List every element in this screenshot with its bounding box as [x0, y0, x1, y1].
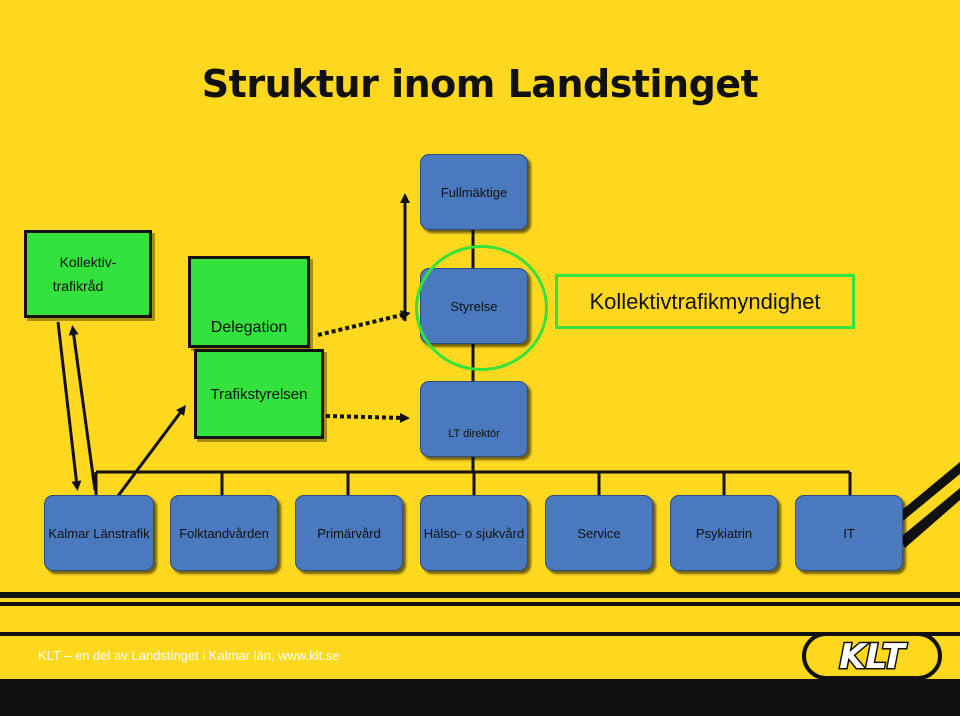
node-kollektivtrafikrad-line1: Kollektiv-: [59, 254, 117, 270]
department-folktandvarden: Folktandvården: [170, 495, 278, 571]
department-halso-sjukvard: Hälso- o sjukvård: [420, 495, 528, 571]
department-label: IT: [843, 525, 855, 541]
department-service: Service: [545, 495, 653, 571]
klt-logo-text: KLT: [839, 637, 907, 677]
department-label: Folktandvården: [179, 525, 269, 541]
department-it: IT: [795, 495, 903, 571]
department-kalmar-lanstrafik: Kalmar Länstrafik: [44, 495, 154, 571]
node-fullmaktige-label: Fullmäktige: [440, 184, 508, 200]
node-trafikstyrelsen: Trafikstyrelsen: [194, 349, 324, 439]
department-label: Primärvård: [317, 525, 381, 541]
department-psykiatrin: Psykiatrin: [670, 495, 778, 571]
node-lt-direktor-label: LT direktör: [448, 428, 500, 440]
department-label: Psykiatrin: [695, 525, 753, 541]
node-delegation-label: Delegation: [210, 319, 288, 336]
klt-logo-mark: KLT: [802, 632, 942, 680]
styrelse-highlight-circle: [415, 245, 548, 371]
node-delegation: Delegation: [188, 256, 310, 348]
department-label: Kalmar Länstrafik: [48, 525, 150, 541]
logo-author: Karl-Johan Bodell: [839, 698, 911, 708]
road-graphic: [0, 462, 960, 716]
footer-text: KLT – en del av Landstinget i Kalmar län…: [38, 648, 340, 663]
node-kollektivtrafikrad-line2: trafikråd: [52, 278, 104, 294]
dashed-arrows: [317, 310, 411, 423]
department-label: Service: [577, 525, 621, 541]
node-trafikstyrelsen-label: Trafikstyrelsen: [210, 386, 308, 403]
page-title: Struktur inom Landstinget: [201, 62, 759, 106]
department-primarvard: Primärvård: [295, 495, 403, 571]
arrows: [56, 193, 410, 501]
department-label: Hälso- o sjukvård: [423, 525, 525, 541]
node-lt-direktor: LT direktör: [420, 381, 528, 457]
node-fullmaktige: Fullmäktige: [420, 154, 528, 230]
logo-subtitle: KALMAR LÄNSTRAFIK: [820, 685, 930, 696]
node-kollektivtrafikrad: Kollektiv- trafikråd: [24, 230, 152, 318]
klt-logo: KLT KALMAR LÄNSTRAFIK Karl-Johan Bodell: [800, 628, 950, 710]
node-kollektivtrafikmyndighet: Kollektivtrafikmyndighet: [555, 274, 855, 329]
